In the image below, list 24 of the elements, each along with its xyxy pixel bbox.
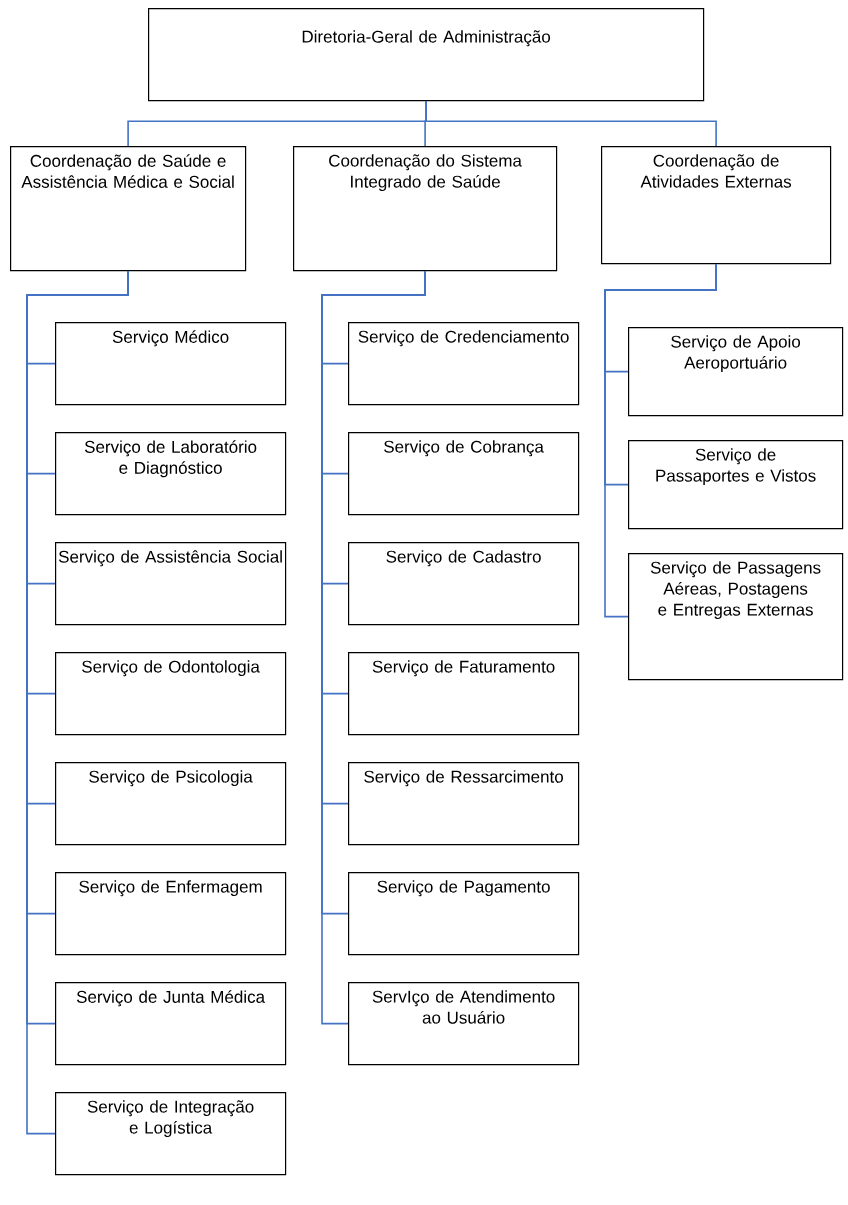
org-box: Diretoria-Geral de Administração [148, 8, 705, 102]
org-box: Coordenação do Sistema Integrado de Saúde [293, 146, 558, 272]
org-box: Serviço de Ressarcimento [348, 762, 580, 846]
org-box: Serviço de Laboratório e Diagnóstico [55, 432, 287, 516]
org-box: Serviço de Credenciamento [348, 322, 580, 406]
org-box: Serviço de Cadastro [348, 542, 580, 626]
org-box: Serviço de Enfermagem [55, 872, 287, 956]
org-box: Serviço de Passaportes e Vistos [628, 440, 844, 530]
org-box: Coordenação de Saúde e Assistência Médica e Social [10, 146, 247, 272]
org-box: Serviço de Pagamento [348, 872, 580, 956]
org-box: Serviço de Apoio Aeroportuário [628, 327, 844, 417]
org-box: Serviço Médico [55, 322, 287, 406]
org-box: Serviço de Integração e Logística [55, 1092, 287, 1176]
org-box: Serviço de Psicologia [55, 762, 287, 846]
org-box: Serviço de Assistência Social [55, 542, 287, 626]
org-box: Serviço de Faturamento [348, 652, 580, 736]
org-box: ServIço de Atendimento ao Usuário [348, 982, 580, 1066]
connector-line [604, 263, 717, 618]
org-box: Serviço de Odontologia [55, 652, 287, 736]
org-box: Coordenação de Atividades Externas [601, 146, 832, 265]
org-box: Serviço de Passagens Aéreas, Postagens e Entregas Externas [628, 553, 844, 681]
org-box: Serviço de Cobrança [348, 432, 580, 516]
org-box: Serviço de Junta Médica [55, 982, 287, 1066]
connector-line [425, 100, 717, 147]
